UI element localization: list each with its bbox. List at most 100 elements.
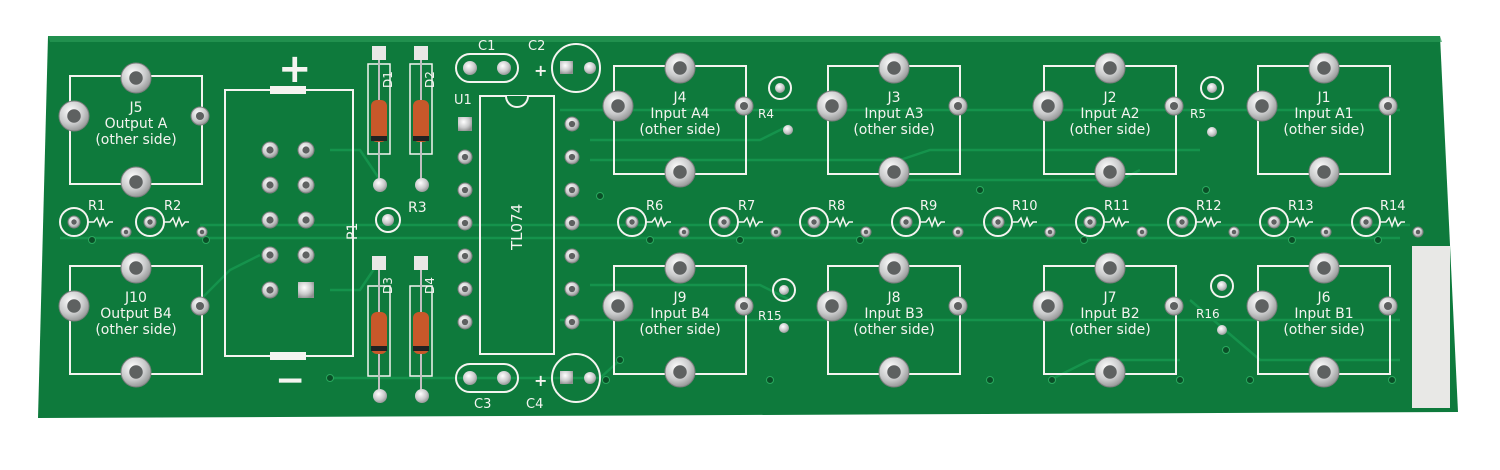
jack-note-label: (other side) xyxy=(1069,122,1150,138)
resistor-r9: R9 xyxy=(891,199,964,238)
jack-ref-label: J5 xyxy=(128,100,142,116)
resistor-label: R1 xyxy=(88,199,105,214)
jack-ref-label: J8 xyxy=(886,290,900,306)
resistor-label: R11 xyxy=(1104,199,1130,214)
jack-note-label: (other side) xyxy=(853,122,934,138)
resistor-label: R10 xyxy=(1012,199,1038,214)
diode-label-d2: D2 xyxy=(423,71,437,88)
ic-ref-label: U1 xyxy=(454,93,472,108)
resistor-label: R2 xyxy=(164,199,181,214)
connector-label: P1 xyxy=(345,223,361,240)
jack-note-label: (other side) xyxy=(1283,122,1364,138)
resistor-r12: R12 xyxy=(1167,199,1240,238)
resistor-r13: R13 xyxy=(1259,199,1332,238)
jack-name-label: Output B4 xyxy=(100,306,172,322)
jack-ref-label: J4 xyxy=(672,90,686,106)
via-holes xyxy=(88,186,1396,384)
ic-part-label: TL074 xyxy=(508,204,526,251)
pcb-edge-highlight xyxy=(48,36,1442,42)
resistor-r7: R7 xyxy=(709,199,782,238)
diode-d4: D4 xyxy=(409,256,437,403)
resistor-label: R13 xyxy=(1288,199,1314,214)
jack-name-label: Input A2 xyxy=(1080,106,1139,122)
jack-name-label: Input A1 xyxy=(1294,106,1353,122)
diode-d3: D3 xyxy=(367,256,395,403)
jack-name-label: Output A xyxy=(105,116,168,132)
resistor-label-r3: R3 xyxy=(408,200,427,216)
resistor-label: R9 xyxy=(920,199,937,214)
resistor-label: R7 xyxy=(738,199,755,214)
capacitor-polarity-c4: + xyxy=(534,371,547,390)
pcb-board xyxy=(38,36,1458,418)
jack-ref-label: J9 xyxy=(672,290,686,306)
jack-note-label: (other side) xyxy=(639,322,720,338)
capacitor-label-c2: C2 xyxy=(528,39,545,54)
diode-label-d1: D1 xyxy=(381,71,395,88)
resistor-r14: R14 xyxy=(1351,199,1424,238)
jack-note-label: (other side) xyxy=(95,132,176,148)
diode-label-d3: D3 xyxy=(381,277,395,294)
resistor-r10: R10 xyxy=(983,199,1056,238)
resistor-label-r5: R5 xyxy=(1190,107,1206,121)
jack-name-label: Input B4 xyxy=(650,306,709,322)
resistor-r3: R3 xyxy=(375,200,427,233)
jack-name-label: Input B2 xyxy=(1080,306,1139,322)
resistor-label: R14 xyxy=(1380,199,1406,214)
jack-ref-label: J7 xyxy=(1102,290,1116,306)
resistor-r15: R15 xyxy=(758,278,796,333)
capacitor-c4: C4 + xyxy=(526,353,601,412)
capacitor-c3: C3 xyxy=(455,363,519,412)
jack-ref-label: J2 xyxy=(1102,90,1116,106)
jack-note-label: (other side) xyxy=(1069,322,1150,338)
resistor-row: R1 R2 R6 R7 R8 R9 R10 R11 R12 R13 R14 xyxy=(59,199,1424,238)
jack-ref-label: J1 xyxy=(1316,90,1330,106)
resistor-label-r16: R16 xyxy=(1196,307,1220,321)
diode-d2: D2 xyxy=(409,46,437,192)
resistor-r6: R6 xyxy=(617,199,690,238)
resistor-r4: R4 xyxy=(758,76,793,135)
power-minus-label: − xyxy=(275,360,305,401)
resistor-r11: R11 xyxy=(1075,199,1148,238)
diode-d1: D1 xyxy=(367,46,395,192)
capacitor-label-c3: C3 xyxy=(474,397,491,412)
copper-traces xyxy=(60,108,1410,382)
capacitor-c2: C2 + xyxy=(528,39,601,93)
resistor-r16: R16 xyxy=(1196,274,1234,335)
resistor-r5: R5 xyxy=(1190,76,1224,137)
ic-u1: U1 TL074 xyxy=(454,93,580,355)
jack-note-label: (other side) xyxy=(853,322,934,338)
resistor-label: R6 xyxy=(646,199,663,214)
label-patch xyxy=(1412,246,1450,408)
resistor-r8: R8 xyxy=(799,199,872,238)
jack-ref-label: J6 xyxy=(1316,290,1330,306)
capacitor-c1: C1 xyxy=(455,39,519,83)
jack-name-label: Input B3 xyxy=(864,306,923,322)
diode-label-d4: D4 xyxy=(423,277,437,294)
resistor-r1: R1 xyxy=(59,199,132,238)
resistor-label-r4: R4 xyxy=(758,107,774,121)
resistor-label: R8 xyxy=(828,199,845,214)
capacitor-label-c1: C1 xyxy=(478,39,495,54)
resistor-label: R12 xyxy=(1196,199,1222,214)
power-connector xyxy=(224,86,354,360)
resistor-r2: R2 xyxy=(135,199,208,238)
jack-name-label: Input A4 xyxy=(650,106,709,122)
jack-note-label: (other side) xyxy=(639,122,720,138)
resistor-label-r15: R15 xyxy=(758,309,782,323)
jack-ref-label: J10 xyxy=(124,290,147,306)
capacitor-polarity-c2: + xyxy=(534,61,547,80)
jack-ref-label: J3 xyxy=(886,90,900,106)
capacitor-label-c4: C4 xyxy=(526,397,543,412)
power-plus-label: + xyxy=(278,46,312,92)
jack-note-label: (other side) xyxy=(95,322,176,338)
